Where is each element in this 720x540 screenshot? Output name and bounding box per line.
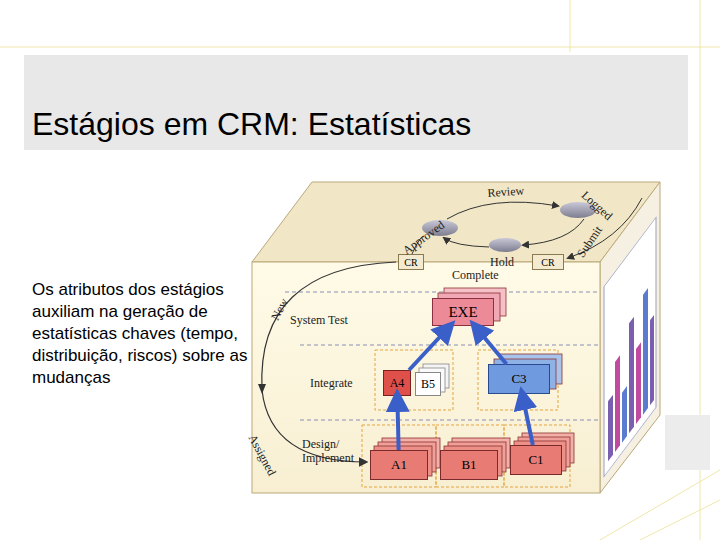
box-text: B5 — [421, 377, 435, 392]
stage-label: Assigned — [245, 432, 279, 478]
process-box: C1 — [510, 445, 562, 475]
cube-right — [600, 182, 660, 493]
flow-arrow — [522, 394, 533, 445]
stage-label: Submit — [574, 223, 606, 260]
process-box: EXE — [432, 298, 494, 326]
box-text: A4 — [390, 376, 405, 391]
process-box: A1 — [370, 450, 428, 480]
lifecycle-arc — [262, 262, 396, 462]
stacked-cards — [374, 288, 574, 476]
flow-arrow — [475, 326, 507, 364]
gray-panel — [665, 415, 710, 470]
box-text: EXE — [448, 304, 477, 321]
image-frame — [252, 182, 665, 493]
arc-head — [258, 384, 266, 394]
stage-label: Complete — [452, 268, 499, 283]
process-box: B5 — [415, 372, 441, 396]
process-box: B1 — [440, 450, 498, 480]
stage-label: Design/ Implement — [302, 437, 366, 465]
stage-label: System Test — [290, 313, 348, 328]
stage-label: New — [268, 296, 292, 323]
box-text: A1 — [391, 457, 407, 473]
bar-chart — [604, 217, 656, 476]
stage-label: Hold — [490, 255, 514, 270]
flow-arrow — [409, 326, 450, 370]
stage-label: Logged — [578, 188, 615, 224]
box-text: B1 — [461, 457, 476, 473]
box-text: CR — [404, 257, 417, 268]
cube-front — [252, 262, 600, 493]
process-box: A4 — [383, 370, 411, 396]
stage-label: Integrate — [310, 376, 353, 391]
work-areas — [362, 350, 570, 487]
row-dividers — [285, 292, 600, 420]
flow-arrow — [397, 396, 398, 450]
body-text: Os atributos dos estágios auxiliam na ge… — [32, 279, 264, 389]
process-box: C3 — [488, 364, 550, 394]
stage-label: Approved — [400, 218, 448, 258]
process-box: CR — [532, 254, 564, 270]
box-text: CR — [541, 257, 554, 268]
stage-label: Review — [487, 183, 525, 201]
box-text: C3 — [511, 371, 526, 387]
slide-title: Estágios em CRM: Estatísticas — [32, 106, 471, 143]
box-text: C1 — [528, 452, 543, 468]
cube-top — [252, 182, 660, 262]
